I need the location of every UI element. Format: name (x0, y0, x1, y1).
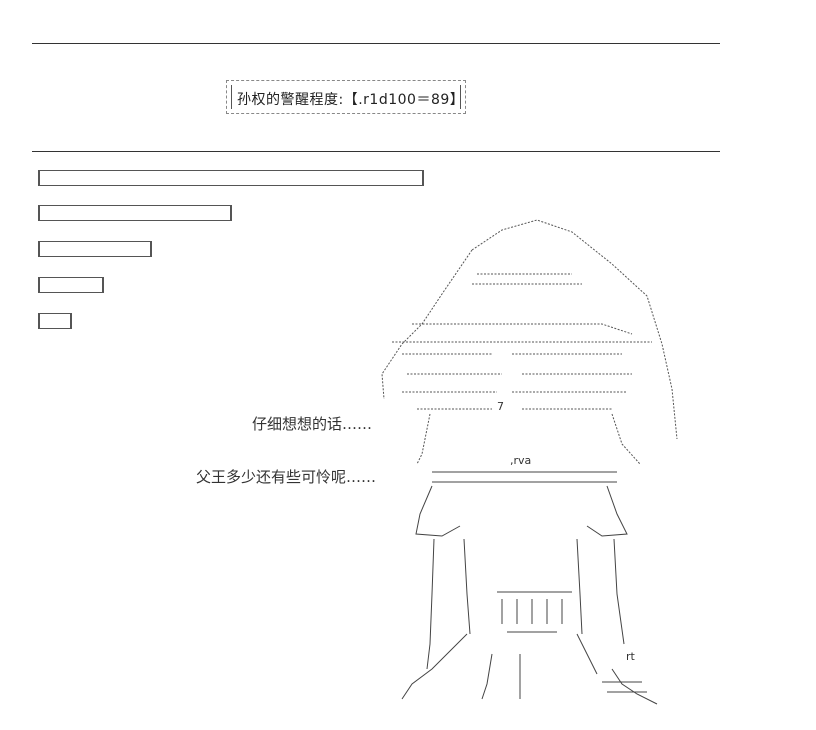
gauge-bar-3 (38, 241, 152, 257)
right-arm (586, 485, 628, 537)
top-divider (32, 43, 720, 44)
robe-left (426, 538, 435, 670)
art-label-rva: ,rva (510, 454, 531, 467)
ascii-art-character: ,rva rt 7 (372, 214, 682, 710)
robe-inner-left (463, 538, 471, 635)
dice-roll-frame (231, 85, 461, 109)
robe-inner-right (576, 538, 583, 635)
face-right (611, 413, 641, 465)
robe-right (613, 538, 625, 645)
hat-inner-band (472, 273, 582, 285)
robe-hem-mid (481, 653, 521, 700)
hat-brim (392, 323, 652, 343)
ascii-art-drawing: ,rva rt 7 (381, 219, 678, 705)
dialogue-line-1: 仔细想想的话…… (252, 415, 373, 433)
robe-hem-left (401, 633, 468, 700)
gauge-bar-5 (38, 313, 72, 329)
bottom-divider (32, 151, 720, 152)
art-label-rt: rt (626, 650, 636, 663)
gauge-bar-4 (38, 277, 104, 293)
face-left (416, 413, 431, 465)
feet (602, 681, 647, 693)
hands (497, 591, 572, 633)
dice-roll-text: 孙权的警醒程度:【.r1d100＝89】 (237, 92, 465, 108)
left-arm (415, 485, 461, 537)
dice-roll-box: 孙权的警醒程度:【.r1d100＝89】 (226, 80, 466, 114)
gauge-bar-2 (38, 205, 232, 221)
hat-left-edge (381, 249, 473, 400)
art-label-seven: 7 (497, 400, 504, 413)
gauge-bar-1 (38, 170, 424, 186)
robe-hem-right (576, 633, 658, 705)
dialogue-line-2: 父王多少还有些可怜呢…… (196, 468, 377, 486)
collar (432, 471, 617, 483)
